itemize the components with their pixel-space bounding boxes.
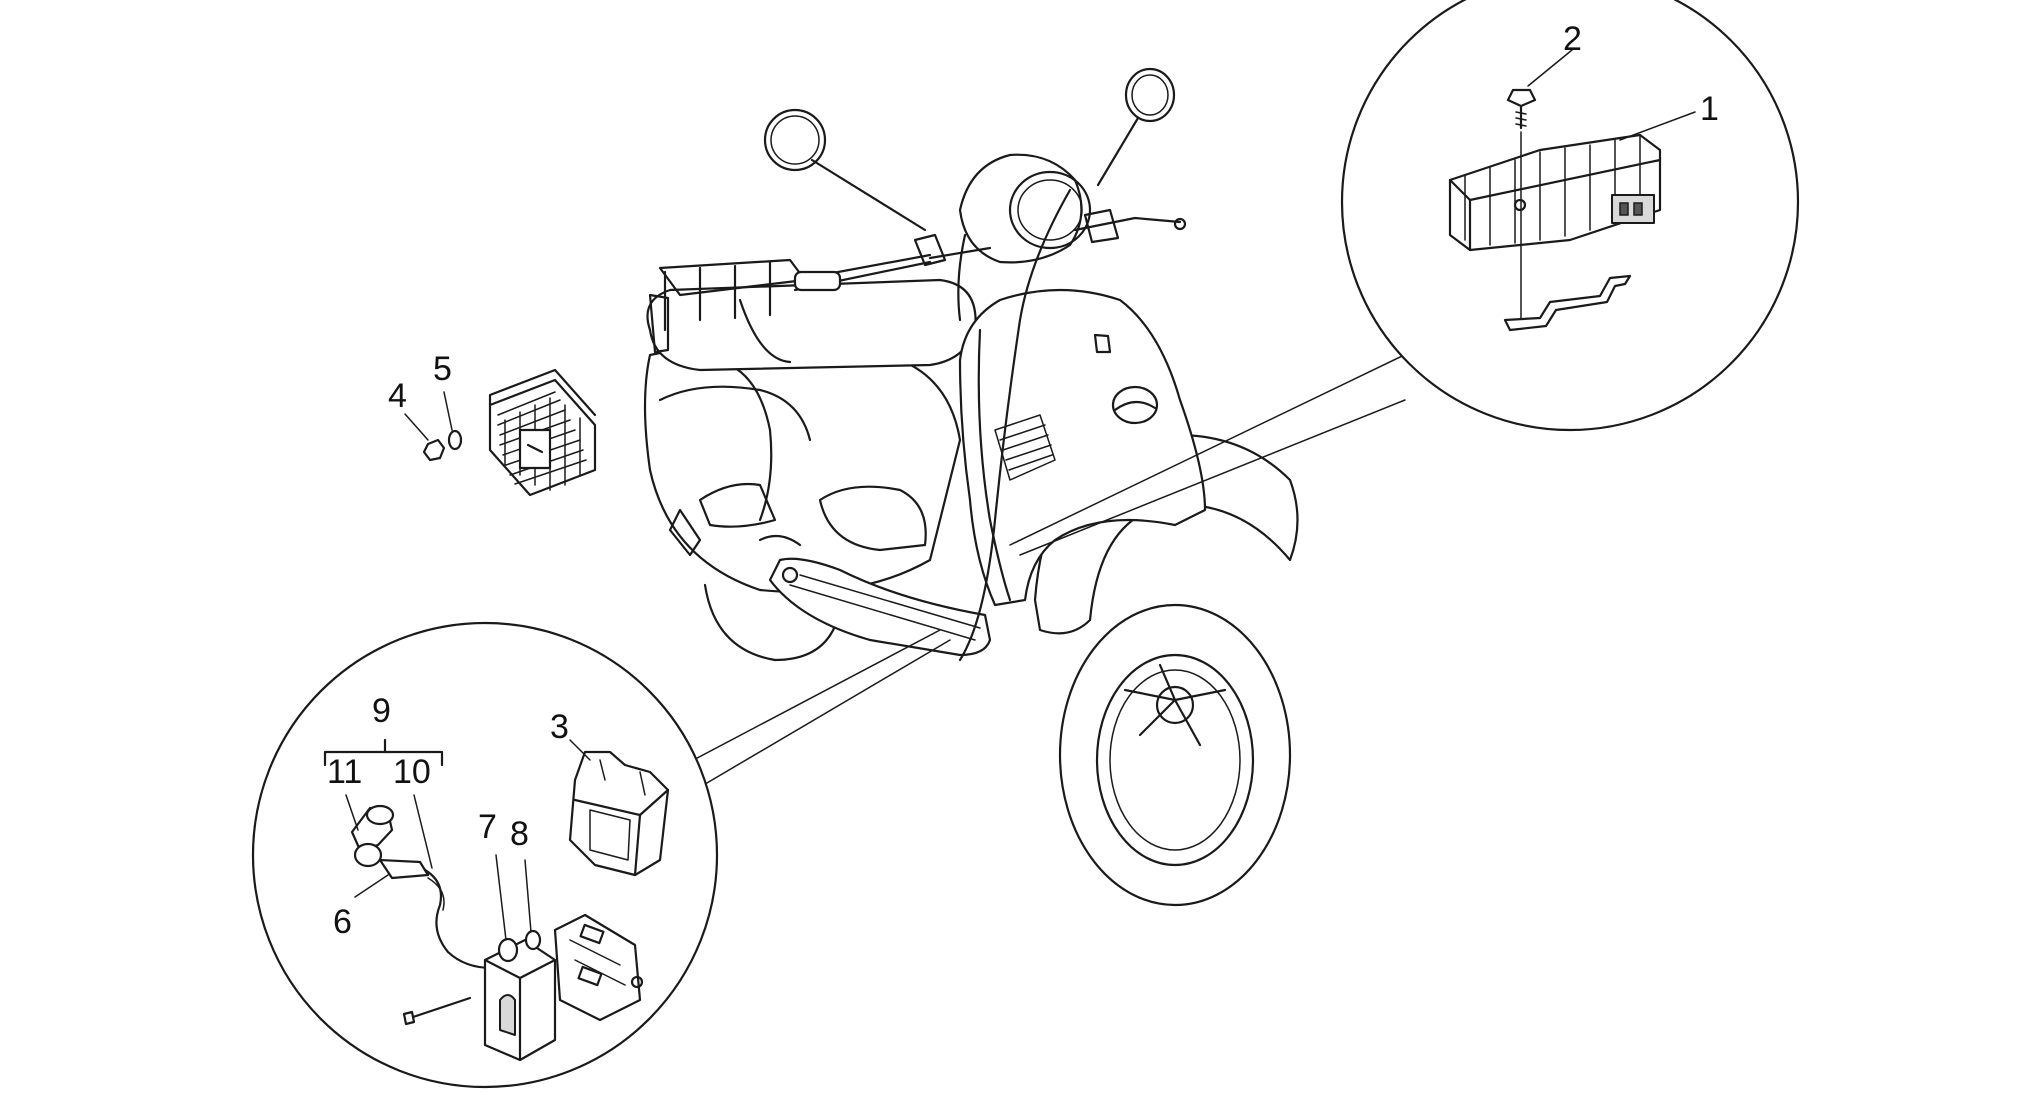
leader-lines [664,344,1426,791]
control-unit [568,750,670,877]
front-wheel [1058,603,1292,907]
bushing [524,929,542,951]
callout-2: 2 [1563,20,1582,58]
cdi-unit-group [404,368,597,497]
left-mirror [763,108,827,172]
right-mirror [1124,67,1176,123]
scooter-illustration [643,67,1299,907]
bolt [1506,88,1537,326]
callout-9: 9 [372,692,391,730]
mounting-bracket [1503,274,1632,332]
callout-3: 3 [550,708,569,746]
spark-plug-cap [350,804,395,868]
coil-bracket [553,913,644,1022]
callout-5: 5 [433,350,452,388]
rear-body-panel [643,342,962,594]
callout-7: 7 [478,808,497,846]
ignition-detail-circle [251,621,719,1089]
callout-6: 6 [333,903,352,941]
callout-11: 11 [327,753,362,791]
callout-4: 4 [388,377,407,415]
spacer [497,937,519,963]
leg-shield [958,288,1207,607]
regulator-detail-circle [1340,0,1800,432]
callout-1: 1 [1700,90,1719,128]
callout-labels: 1 2 3 4 5 6 7 8 9 10 11 [327,20,1719,941]
callout-8: 8 [510,815,529,853]
voltage-regulator [1448,133,1662,252]
nut [422,438,446,462]
suppressor-terminal [378,858,430,880]
callout-10: 10 [393,753,431,791]
washer [447,429,463,451]
ignition-coil [483,938,557,1062]
